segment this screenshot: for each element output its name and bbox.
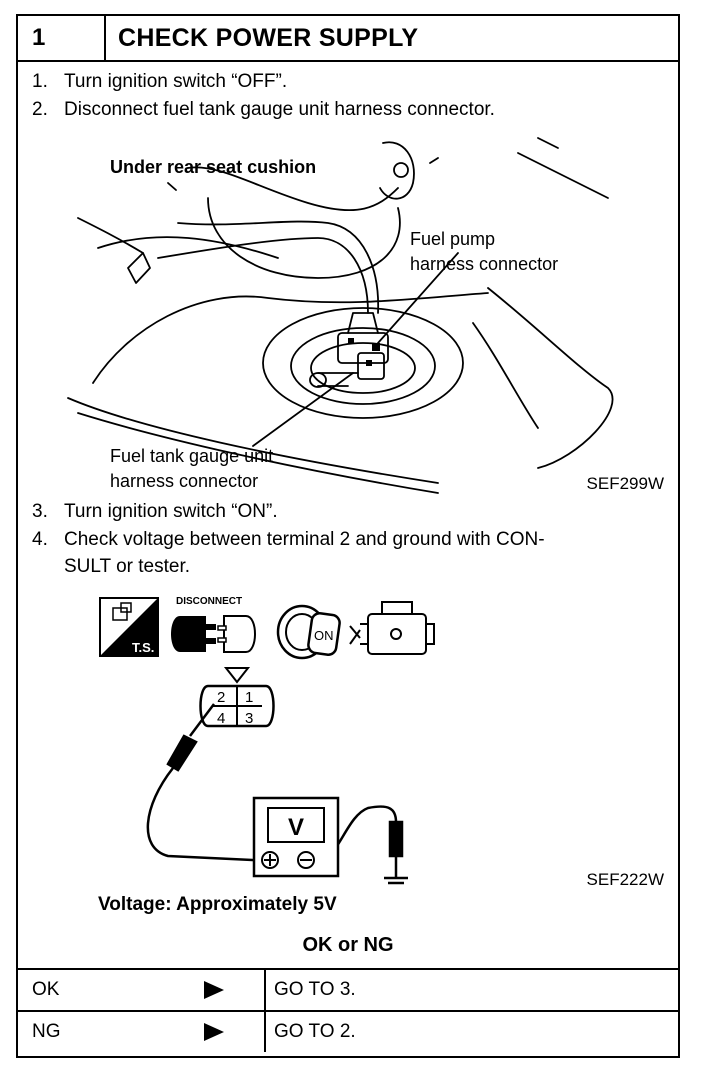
instruction-2: 2. Disconnect fuel tank gauge unit harnes… bbox=[32, 96, 668, 123]
engine-icon bbox=[349, 601, 435, 655]
voltage-spec: Voltage: Approximately 5V bbox=[98, 894, 337, 915]
instruction-number: 2. bbox=[32, 99, 48, 120]
fuel-tank-illustration: Under rear seat cushion Fuel pump harnes… bbox=[67, 137, 614, 494]
result-action: GO TO 3. bbox=[274, 979, 356, 1000]
instruction-1: 1. Turn ignition switch “OFF”. bbox=[32, 68, 668, 95]
pin-1: 1 bbox=[245, 689, 253, 706]
key-on-label: ON bbox=[314, 628, 334, 643]
location-label: Under rear seat cushion bbox=[110, 157, 316, 177]
arrow-right-icon bbox=[204, 1023, 224, 1041]
instruction-text: Turn ignition switch “ON”. bbox=[64, 501, 278, 522]
pump-connector-label-line1: Fuel pump bbox=[410, 229, 495, 249]
instruction-number: 4. bbox=[32, 529, 48, 550]
step-header: 1 CHECK POWER SUPPLY bbox=[18, 16, 678, 62]
disconnect-icon: DISCONNECT bbox=[171, 596, 256, 653]
result-row-ng: NG GO TO 2. bbox=[18, 1010, 678, 1052]
instruction-number: 1. bbox=[32, 71, 48, 92]
step-title: CHECK POWER SUPPLY bbox=[118, 24, 419, 52]
gauge-connector-label-line2: harness connector bbox=[110, 471, 258, 491]
result-action: GO TO 2. bbox=[274, 1021, 356, 1042]
pin-2: 2 bbox=[217, 689, 225, 706]
instruction-text: Disconnect fuel tank gauge unit harness … bbox=[64, 99, 495, 120]
pin-4: 4 bbox=[217, 710, 225, 727]
instruction-number: 3. bbox=[32, 501, 48, 522]
figure-code: SEF222W bbox=[586, 870, 664, 889]
pump-connector-label-line2: harness connector bbox=[410, 254, 558, 274]
voltage-check-diagram: T.S. DISCONNECT ON bbox=[99, 596, 435, 885]
harness-connector-face: 2 1 4 3 bbox=[199, 667, 275, 728]
ignition-on-icon: ON bbox=[276, 604, 341, 660]
instruction-4-continued: SULT or tester. bbox=[64, 556, 191, 577]
gauge-connector-label-line1: Fuel tank gauge unit bbox=[110, 446, 273, 466]
column-divider bbox=[264, 970, 266, 1010]
instruction-4: 4. Check voltage between terminal 2 and g… bbox=[32, 526, 668, 553]
step-number: 1 bbox=[18, 16, 106, 60]
result-key: NG bbox=[32, 1021, 61, 1042]
trouble-diagnosis-icon: T.S. bbox=[99, 597, 159, 657]
result-key: OK bbox=[32, 979, 60, 1000]
procedure-box: 1 CHECK POWER SUPPLY 1. Turn ignition swi… bbox=[16, 14, 680, 1058]
disconnect-icon-label: DISCONNECT bbox=[176, 596, 242, 607]
arrow-right-icon bbox=[204, 981, 224, 999]
decision-label: OK or NG bbox=[302, 934, 394, 956]
figure-code: SEF299W bbox=[586, 474, 664, 493]
instruction-text: Turn ignition switch “OFF”. bbox=[64, 71, 288, 92]
pin-3: 3 bbox=[245, 710, 253, 727]
ts-icon-label: T.S. bbox=[132, 640, 154, 655]
result-row-ok: OK GO TO 3. bbox=[18, 968, 678, 1010]
column-divider bbox=[264, 1012, 266, 1052]
voltmeter: V bbox=[252, 796, 340, 878]
instruction-text: Check voltage between terminal 2 and gro… bbox=[64, 529, 545, 550]
tester-leads bbox=[146, 703, 408, 885]
instruction-3: 3. Turn ignition switch “ON”. bbox=[32, 498, 668, 525]
voltmeter-display: V bbox=[288, 814, 304, 841]
